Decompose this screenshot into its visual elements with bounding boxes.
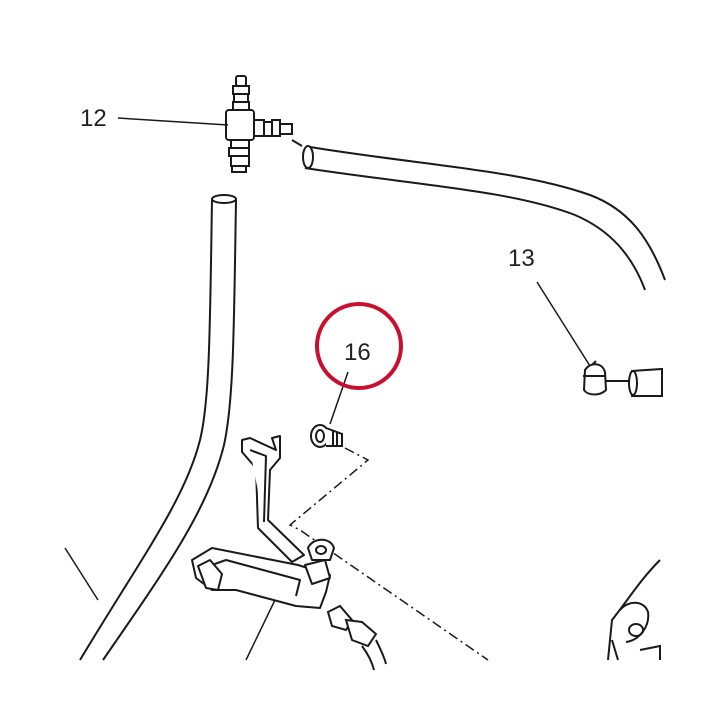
hose-clamp-part-13 xyxy=(582,360,663,397)
leader-16 xyxy=(329,371,349,425)
assembly-path xyxy=(288,447,489,661)
leader-12 xyxy=(117,117,229,126)
t-fitting-part-12 xyxy=(225,75,303,173)
bolt-part-16 xyxy=(310,424,343,448)
connector xyxy=(326,604,387,671)
bracket-assembly xyxy=(191,435,335,609)
left-hose xyxy=(79,194,237,661)
leader-lines xyxy=(64,117,591,661)
leader-13 xyxy=(536,281,591,367)
leader-left-hose xyxy=(64,547,99,601)
highlight-ring xyxy=(315,302,403,390)
callout-16: 16 xyxy=(344,339,371,366)
top-hose xyxy=(302,145,666,291)
callout-13: 13 xyxy=(508,245,535,272)
leader-bracket xyxy=(245,599,276,661)
edge-part xyxy=(607,559,661,661)
callout-12: 12 xyxy=(80,105,107,132)
